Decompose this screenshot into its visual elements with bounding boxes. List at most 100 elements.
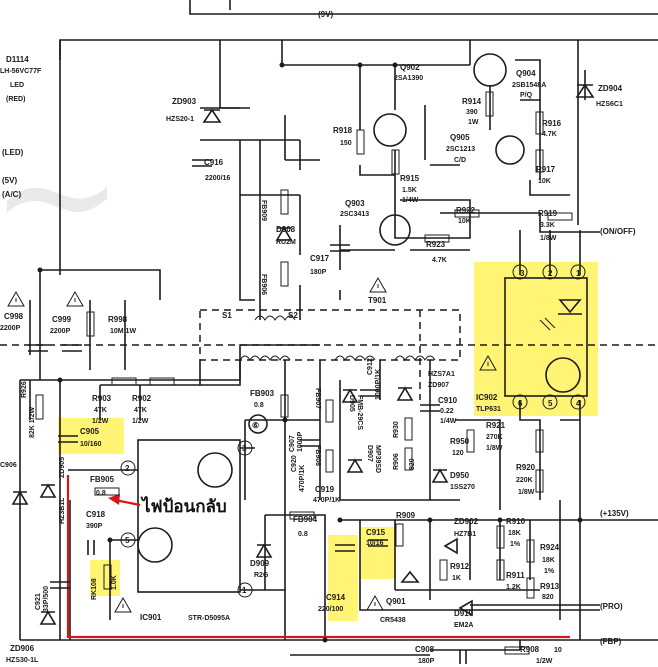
transistor-q904 xyxy=(473,53,507,87)
wire xyxy=(239,140,301,205)
resistor-r909 xyxy=(395,523,404,547)
diode-left xyxy=(11,490,29,505)
label-fb904: FB904 xyxy=(293,515,318,524)
label-r915-v: 1.5K xyxy=(402,187,417,194)
capacitor-c910 xyxy=(420,404,440,412)
warning-icons xyxy=(7,276,497,613)
opto-led-icon xyxy=(558,299,582,315)
capacitor-c907 xyxy=(300,439,320,447)
label-c916-v: 2200/16 xyxy=(205,175,230,182)
label-c920: C920 xyxy=(291,455,298,472)
zener-zd906 xyxy=(39,610,57,625)
label-q901-part: CR5438 xyxy=(380,617,406,624)
resistor-r906 xyxy=(404,447,413,471)
node xyxy=(427,517,433,523)
label-d908-v: RU2M xyxy=(276,239,296,246)
label-c916: C916 xyxy=(204,158,224,167)
net-on-off: (ON/OFF) xyxy=(600,227,636,236)
net-9v: (9V) xyxy=(318,10,333,19)
label-r903-w: 1/2W xyxy=(92,418,109,425)
opto-light-icon xyxy=(539,317,556,331)
label-c910-w: 1/4W xyxy=(440,418,457,425)
label-r918-v: 150 xyxy=(340,140,352,147)
label-c906: C906 xyxy=(0,462,17,469)
transistor-ic901-a xyxy=(197,452,233,488)
label-d950: D950 xyxy=(450,471,470,480)
label-c918: C918 xyxy=(86,510,106,519)
capacitor-c912 xyxy=(360,389,380,397)
capacitor-c921 xyxy=(50,581,70,589)
label-c907: C907 xyxy=(289,435,296,452)
zener-zd903 xyxy=(202,108,222,123)
wire xyxy=(19,380,61,640)
wire xyxy=(394,199,471,239)
feedback-path xyxy=(66,475,570,639)
label-r915-w: 1/4W xyxy=(402,197,419,204)
node xyxy=(392,62,398,68)
label-ic902-pin2: 2 xyxy=(548,269,553,278)
label-r902-v: 47K xyxy=(134,407,147,414)
label-ic902-pin5: 5 xyxy=(548,399,553,408)
node xyxy=(107,537,113,543)
label-c917-v: 180P xyxy=(310,269,327,276)
label-q901: Q901 xyxy=(386,597,406,606)
winding-s xyxy=(254,315,296,321)
label-r914-w: 1W xyxy=(468,119,479,126)
wire xyxy=(89,300,126,370)
capacitor-c999 xyxy=(62,344,82,352)
label-c912: C912 xyxy=(367,358,374,375)
label-r913-v: 820 xyxy=(542,594,554,601)
warning-icon xyxy=(7,290,25,307)
label-r912: R912 xyxy=(450,562,470,571)
resistor-r930 xyxy=(404,417,413,441)
resistor-r914 xyxy=(485,91,494,117)
wire xyxy=(200,107,300,141)
ic901-pins xyxy=(120,440,253,598)
label-d1114: D1114 xyxy=(6,55,29,64)
label-r919-v: 3.3K xyxy=(540,222,555,229)
wire xyxy=(359,589,600,611)
warning-icon xyxy=(366,594,384,611)
label-d907-part: MP39SD xyxy=(374,445,381,473)
node xyxy=(37,267,43,273)
label-fb905-v: 0.8 xyxy=(96,490,106,497)
wire xyxy=(529,100,570,196)
rail-top2 xyxy=(59,39,658,60)
net-ac: (A/C) xyxy=(2,190,21,199)
capacitor-c917 xyxy=(330,244,350,252)
label-r930: R930 xyxy=(393,421,400,438)
wire xyxy=(359,520,431,600)
pin-circle xyxy=(237,440,253,456)
label-d905: D905 xyxy=(348,395,355,412)
pin-circle xyxy=(542,264,558,280)
label-d1114-color: (RED) xyxy=(6,96,25,103)
label-r910-tol: 1% xyxy=(510,541,521,548)
wire xyxy=(69,500,111,640)
wire xyxy=(424,105,460,166)
capacitor-c918 xyxy=(87,540,95,555)
winding-p1 xyxy=(239,355,291,361)
wire xyxy=(219,40,250,109)
zener-zd902 xyxy=(443,537,458,555)
label-zd907-part: HZS7A1 xyxy=(428,371,455,378)
capacitor-c915 xyxy=(368,539,388,547)
component-labels: D1114 LH-56VC77F LED (RED) ZD903 HZS20-1… xyxy=(0,55,623,665)
wire xyxy=(319,360,460,501)
label-t901: T901 xyxy=(368,296,387,305)
label-q903-part: 2SC3413 xyxy=(340,211,369,218)
label-q902: Q902 xyxy=(400,63,420,72)
wire xyxy=(199,360,241,386)
transistor-q905 xyxy=(495,135,525,165)
wire xyxy=(240,194,301,320)
label-d908: D908 xyxy=(276,225,296,234)
label-ic902-pin4: 4 xyxy=(576,399,581,408)
wire xyxy=(239,195,255,301)
label-ic902: IC902 xyxy=(476,393,498,402)
label-r926-v: 82K 1/2W xyxy=(29,406,36,438)
label-r913: R913 xyxy=(540,582,560,591)
label-zd903-v: HZS20-1 xyxy=(166,116,194,123)
label-c915: C915 xyxy=(366,528,386,537)
label-r903: R903 xyxy=(92,394,112,403)
label-q905-grade: C/D xyxy=(454,157,466,164)
